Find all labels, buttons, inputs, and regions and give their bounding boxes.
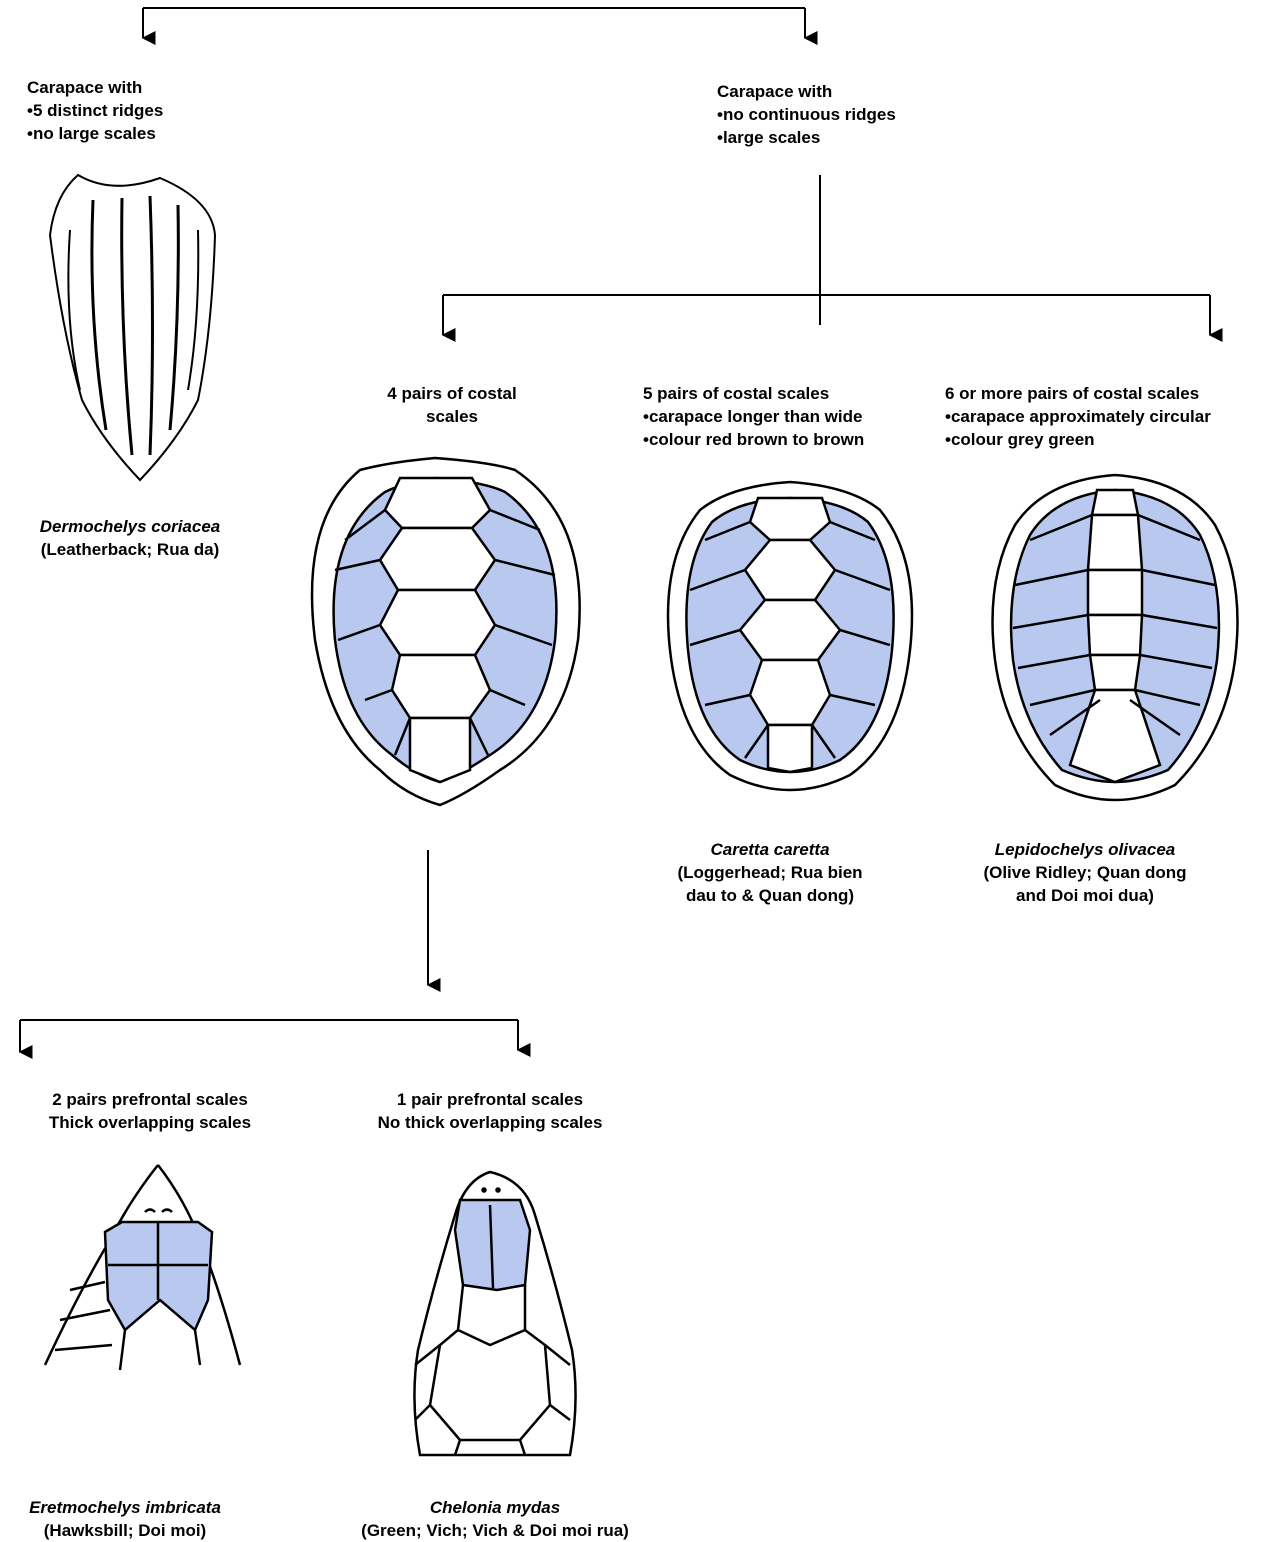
six-pairs-carapace-illustration <box>993 475 1238 800</box>
leatherback-common-name: (Leatherback; Rua da) <box>10 538 250 561</box>
green-head-illustration <box>414 1172 575 1455</box>
leatherback-branch-bullet: no large scales <box>27 122 163 145</box>
hawksbill-label: Eretmochelys imbricata (Hawksbill; Doi m… <box>0 1496 250 1542</box>
olive-ridley-common-name: (Olive Ridley; Quan dong <box>960 861 1210 884</box>
four-pairs-line: 4 pairs of costal <box>352 382 552 405</box>
olive-ridley-latin-name: Lepidochelys olivacea <box>960 838 1210 861</box>
leatherback-branch-text: Carapace with 5 distinct ridges no large… <box>27 76 163 145</box>
hardshell-branch-bullet: no continuous ridges <box>717 103 896 126</box>
leatherback-label: Dermochelys coriacea (Leatherback; Rua d… <box>10 515 250 561</box>
hawksbill-common-name: (Hawksbill; Doi moi) <box>0 1519 250 1542</box>
four-pairs-line: scales <box>352 405 552 428</box>
loggerhead-label: Caretta caretta (Loggerhead; Rua bien da… <box>650 838 890 907</box>
six-pairs-text: 6 or more pairs of costal scales carapac… <box>945 382 1211 451</box>
hardshell-branch-heading: Carapace with <box>717 80 896 103</box>
hawksbill-head-illustration <box>45 1165 240 1370</box>
five-pairs-bullet: colour red brown to brown <box>643 428 864 451</box>
four-pairs-text: 4 pairs of costal scales <box>352 382 552 428</box>
loggerhead-latin-name: Caretta caretta <box>650 838 890 861</box>
five-pairs-carapace-illustration <box>668 482 912 790</box>
leatherback-latin-name: Dermochelys coriacea <box>10 515 250 538</box>
five-pairs-text: 5 pairs of costal scales carapace longer… <box>643 382 864 451</box>
hardshell-branch-text: Carapace with no continuous ridges large… <box>717 80 896 149</box>
green-label: Chelonia mydas (Green; Vich; Vich & Doi … <box>330 1496 660 1542</box>
five-pairs-bullet: carapace longer than wide <box>643 405 864 428</box>
five-pairs-heading: 5 pairs of costal scales <box>643 382 864 405</box>
six-pairs-bullet: carapace approximately circular <box>945 405 1211 428</box>
olive-ridley-common-name: and Doi moi dua) <box>960 884 1210 907</box>
leatherback-branch-bullet: 5 distinct ridges <box>27 99 163 122</box>
loggerhead-common-name: (Loggerhead; Rua bien <box>650 861 890 884</box>
loggerhead-common-name: dau to & Quan dong) <box>650 884 890 907</box>
leatherback-carapace-illustration <box>50 175 215 480</box>
one-prefrontal-line: No thick overlapping scales <box>340 1111 640 1134</box>
olive-ridley-label: Lepidochelys olivacea (Olive Ridley; Qua… <box>960 838 1210 907</box>
six-pairs-heading: 6 or more pairs of costal scales <box>945 382 1211 405</box>
four-pairs-carapace-illustration <box>312 458 580 805</box>
green-latin-name: Chelonia mydas <box>330 1496 660 1519</box>
green-common-name: (Green; Vich; Vich & Doi moi rua) <box>330 1519 660 1542</box>
leatherback-branch-heading: Carapace with <box>27 76 163 99</box>
hawksbill-latin-name: Eretmochelys imbricata <box>0 1496 250 1519</box>
two-prefrontal-line: 2 pairs prefrontal scales <box>10 1088 290 1111</box>
one-prefrontal-text: 1 pair prefrontal scales No thick overla… <box>340 1088 640 1134</box>
hardshell-branch-bullet: large scales <box>717 126 896 149</box>
two-prefrontal-line: Thick overlapping scales <box>10 1111 290 1134</box>
two-prefrontal-text: 2 pairs prefrontal scales Thick overlapp… <box>10 1088 290 1134</box>
six-pairs-bullet: colour grey green <box>945 428 1211 451</box>
one-prefrontal-line: 1 pair prefrontal scales <box>340 1088 640 1111</box>
